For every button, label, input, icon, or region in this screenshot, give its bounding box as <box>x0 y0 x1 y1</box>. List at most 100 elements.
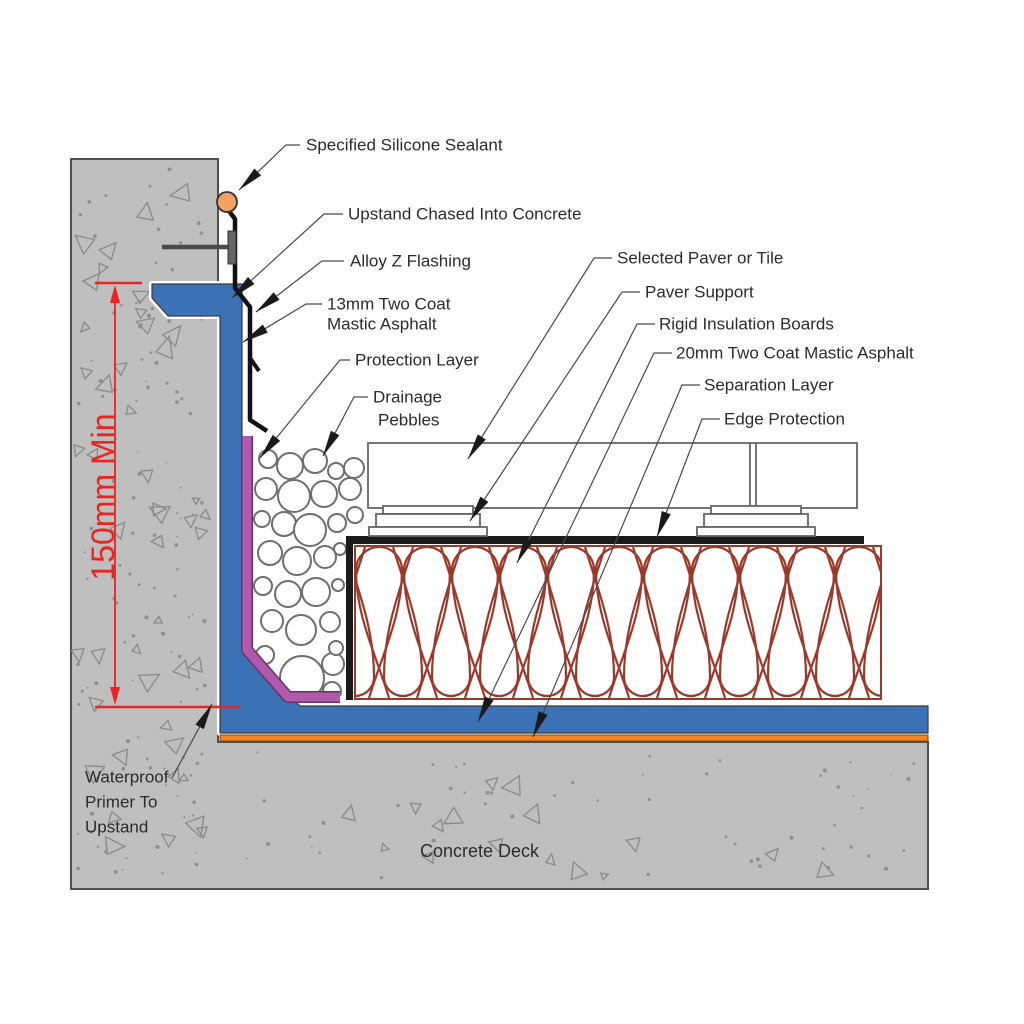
texture-dot <box>431 763 435 767</box>
label-primer-line3: Upstand <box>85 818 148 837</box>
texture-dot <box>179 241 183 245</box>
texture-aggregate <box>161 324 182 348</box>
texture-dot <box>161 872 164 875</box>
leader-rigid-insulation <box>516 323 655 564</box>
texture-dot <box>99 379 103 383</box>
texture-aggregate <box>135 201 155 221</box>
label-edge-protection: Edge Protection <box>724 410 845 429</box>
pedestal-tier <box>375 513 481 528</box>
texture-aggregate <box>763 847 780 863</box>
texture-dot <box>318 851 322 854</box>
texture-dot <box>822 768 827 773</box>
texture-dot <box>113 869 118 875</box>
texture-aggregate <box>79 366 94 381</box>
texture-dot <box>596 799 599 802</box>
arrowhead-separation-layer <box>533 711 548 737</box>
insulation-loop-top <box>355 546 404 699</box>
pebble <box>327 462 345 480</box>
texture-dot <box>647 797 652 802</box>
insulation-loop-bottom <box>670 546 712 698</box>
selected-paver <box>367 442 858 509</box>
leader-separation-layer <box>532 384 700 738</box>
texture-dot <box>912 762 915 765</box>
texture-dot <box>176 795 179 798</box>
insulation-loop-top <box>546 546 596 699</box>
pedestal-tier <box>696 526 816 537</box>
pebble <box>274 580 302 608</box>
insulation-loop-bottom <box>766 546 808 698</box>
insulation-loop-bottom <box>622 546 664 698</box>
texture-dot <box>266 842 271 847</box>
texture-aggregate <box>199 508 212 521</box>
label-concrete-deck: Concrete Deck <box>420 841 540 861</box>
texture-dot <box>902 849 906 852</box>
texture-aggregate <box>73 444 86 459</box>
pebble <box>338 477 362 501</box>
texture-dot <box>90 359 93 362</box>
leader-alloy-z-flashing <box>255 260 344 313</box>
texture-aggregate <box>160 833 177 849</box>
texture-dot <box>146 313 152 318</box>
paver-supports <box>368 505 816 537</box>
texture-dot <box>194 852 197 854</box>
label-primer-line2: Primer To <box>85 793 157 812</box>
texture-aggregate <box>131 642 142 655</box>
texture-dot <box>165 784 167 786</box>
texture-dot <box>89 526 94 531</box>
pebble <box>319 611 341 633</box>
leader-edge-protection <box>656 418 720 538</box>
label-drainage-line2: Pebbles <box>378 411 439 430</box>
texture-dot <box>704 772 709 776</box>
texture-aggregate <box>94 373 114 394</box>
arrowhead-selected-paver <box>468 434 486 459</box>
texture-aggregate <box>166 767 180 785</box>
texture-dot <box>104 194 108 197</box>
texture-dot <box>200 752 204 756</box>
texture-aggregate <box>154 334 174 360</box>
paver-support-pedestal <box>696 505 816 537</box>
texture-dot <box>165 461 168 464</box>
texture-dot <box>177 654 182 659</box>
insulation-loop-bottom <box>478 546 520 698</box>
texture-dot <box>571 781 575 785</box>
texture-aggregate <box>409 802 422 816</box>
texture-dot <box>131 531 135 535</box>
arrowhead-edge-protection <box>657 510 671 537</box>
arrowhead-mastic-20mm <box>478 696 494 722</box>
label-upstand-chased: Upstand Chased Into Concrete <box>348 205 581 224</box>
label-paver-support: Paver Support <box>645 283 754 302</box>
texture-aggregate <box>420 850 434 865</box>
texture-aggregate <box>380 842 391 853</box>
texture-dot <box>118 563 122 567</box>
texture-aggregate <box>149 534 165 549</box>
texture-dot <box>97 475 101 479</box>
label-rigid-insulation: Rigid Insulation Boards <box>659 315 834 334</box>
edge-protection-left-bar <box>346 536 353 700</box>
pedestal-tier <box>368 526 488 537</box>
texture-dot <box>148 766 153 770</box>
texture-dot <box>833 823 836 827</box>
texture-aggregate <box>84 765 106 785</box>
texture-aggregate <box>79 320 91 334</box>
pebble <box>254 477 278 501</box>
texture-aggregate <box>184 815 205 839</box>
texture-aggregate <box>159 719 173 731</box>
texture-dot <box>93 819 95 822</box>
texture-dot <box>553 794 556 797</box>
texture-dot <box>94 681 99 686</box>
texture-dot <box>200 318 203 321</box>
fixing-plate <box>227 230 237 265</box>
texture-aggregate <box>194 526 209 541</box>
pebble <box>302 448 328 474</box>
texture-dot <box>149 351 153 354</box>
edge-protection-top-bar <box>346 536 864 544</box>
dimension-text: 150mm Min <box>85 413 121 580</box>
texture-dot <box>821 847 825 851</box>
texture-dot <box>849 845 853 849</box>
texture-dot <box>131 496 136 500</box>
pebble <box>343 457 365 479</box>
texture-dot <box>194 862 199 867</box>
texture-aggregate <box>522 803 541 825</box>
texture-aggregate <box>71 647 85 664</box>
